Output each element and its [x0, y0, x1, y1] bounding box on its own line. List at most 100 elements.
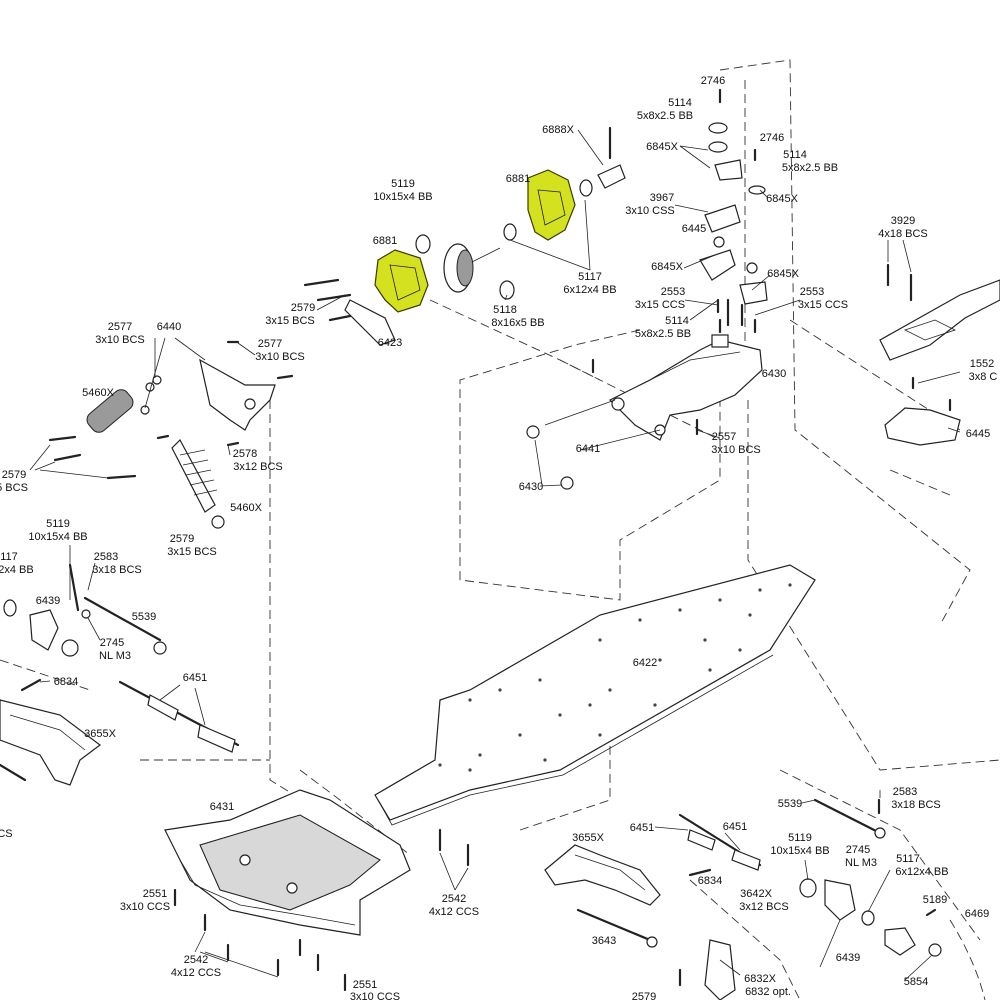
label-2745a-spec: NL M3 — [99, 650, 131, 662]
label-6439a: 6439 — [36, 595, 60, 607]
left-front-suspension — [0, 563, 240, 786]
label-2542b-spec: 4x12 CCS — [171, 967, 221, 979]
label-6845Xb: 6845X — [766, 193, 798, 205]
label-6832X: 6832X — [744, 973, 776, 985]
label-CS: CS — [0, 828, 13, 840]
chassis-plate — [374, 564, 816, 826]
label-2542a-spec: 4x12 CCS — [429, 906, 479, 918]
label-5854: 5854 — [904, 976, 928, 988]
label-2578: 2578 — [233, 448, 257, 460]
label-5119a-spec: 10x15x4 BB — [373, 191, 432, 203]
label-3929: 3929 — [891, 215, 915, 227]
label-2745b-spec: NL M3 — [845, 857, 877, 869]
label-6832X-spec: 6832 opt. — [745, 986, 791, 998]
label-6451a: 6451 — [183, 672, 207, 684]
label-6422: 6422 — [633, 657, 657, 669]
label-2583b: 2583 — [893, 786, 917, 798]
label-5114c-spec: 5x8x2.5 BB — [635, 328, 691, 340]
label-5114a: 5114 — [668, 97, 692, 109]
label-6845Xc: 6845X — [651, 261, 683, 273]
highlighted-gear-case-6881-upper — [527, 169, 576, 241]
label-1552-spec: 3x8 C — [969, 371, 998, 383]
label-3967: 3967 — [650, 192, 674, 204]
right-rear-suspension — [173, 798, 986, 1000]
skid-plate — [164, 789, 411, 936]
label-2553a: 2553 — [661, 286, 685, 298]
label-2542b: 2542 — [184, 954, 208, 966]
label-6430b: 6430 — [519, 481, 543, 493]
label-5114b-spec: 5x8x2.5 BB — [782, 162, 838, 174]
label-5117b: 5117 — [896, 853, 920, 865]
label-5539b: 5539 — [778, 798, 802, 810]
label-2557-spec: 3x10 BCS — [711, 444, 761, 456]
label-5117a-spec: 6x12x4 BB — [563, 284, 616, 296]
label-5539a: 5539 — [132, 611, 156, 623]
label-2577b: 2577 — [258, 338, 282, 350]
label-3643: 3643 — [592, 935, 616, 947]
label-3967-spec: 3x10 CSS — [625, 205, 675, 217]
label-2577a: 2577 — [108, 321, 132, 333]
label-2551b: 2551 — [353, 979, 377, 991]
label-6451c: 6451 — [723, 821, 747, 833]
label-2583a-spec: 3x18 BCS — [92, 564, 142, 576]
label-5119b-spec: 10x15x4 BB — [28, 531, 87, 543]
left-shock-assembly — [48, 278, 396, 529]
label-2542a: 2542 — [442, 893, 466, 905]
label-5117a: 5117 — [578, 271, 602, 283]
label-5118-spec: 8x16x5 BB — [491, 317, 544, 329]
label-6445b: 6445 — [966, 428, 990, 440]
label-6469: 6469 — [965, 908, 989, 920]
label-6834b: 6834 — [698, 875, 722, 887]
label-117-spec: 2x4 BB — [0, 564, 34, 576]
label-2553b-spec: 3x15 CCS — [798, 299, 848, 311]
label-5118: 5118 — [493, 304, 517, 316]
label-5119c: 5119 — [788, 832, 812, 844]
label-2553b: 2553 — [800, 286, 824, 298]
highlighted-gear-case-6881-lower — [374, 249, 429, 313]
differential-assembly — [415, 164, 626, 300]
label-2551a-spec: 3x10 CCS — [120, 901, 170, 913]
label-2551b-spec: 3x10 CCS — [350, 991, 400, 1000]
label-2579c-spec: 3x15 BCS — [167, 546, 217, 558]
label-6423: 6423 — [378, 337, 402, 349]
label-3655Xb: 3655X — [572, 832, 604, 844]
label-2583a: 2583 — [94, 551, 118, 563]
label-2746b: 2746 — [760, 132, 784, 144]
label-6451b: 6451 — [630, 822, 654, 834]
label-6888X: 6888X — [542, 124, 574, 136]
label-1552: 1552 — [970, 358, 994, 370]
right-top-plate — [879, 263, 1000, 446]
label-6834a: 6834 — [54, 676, 78, 688]
label-5119c-spec: 10x15x4 BB — [770, 845, 829, 857]
label-2551a: 2551 — [143, 888, 167, 900]
label-2583b-spec: 3x18 BCS — [891, 799, 941, 811]
label-2746a: 2746 — [701, 75, 725, 87]
label-2579d: 2579 — [632, 991, 656, 1000]
label-5460Xa: 5460X — [82, 387, 114, 399]
label-3655Xa: 3655X — [84, 728, 116, 740]
label-2579a-spec: 3x15 BCS — [265, 315, 315, 327]
label-2579a: 2579 — [291, 302, 315, 314]
label-5114c: 5114 — [665, 315, 689, 327]
label-2745a: 2745 — [100, 637, 124, 649]
label-2579b: 2579 — [2, 469, 26, 481]
label-5189: 5189 — [923, 894, 947, 906]
label-6431: 6431 — [210, 801, 234, 813]
label-6845Xa: 6845X — [646, 141, 678, 153]
label-6441: 6441 — [576, 443, 600, 455]
label-6430a: 6430 — [762, 368, 786, 380]
leader-lines — [29, 129, 961, 981]
label-2579b-spec: 5 BCS — [0, 482, 28, 494]
label-6439b: 6439 — [836, 952, 860, 964]
label-5119a: 5119 — [391, 178, 415, 190]
label-3929-spec: 4x18 BCS — [878, 228, 928, 240]
label-3642X: 3642X — [740, 888, 772, 900]
label-3642X-spec: 3x12 BCS — [739, 901, 789, 913]
label-2577b-spec: 3x10 BCS — [255, 351, 305, 363]
part-labels: 2746 5114 5x8x2.5 BB 6888X 6845X 2746 51… — [0, 75, 997, 1000]
label-6881a: 6881 — [506, 173, 530, 185]
label-2557: 2557 — [712, 431, 736, 443]
label-2745b: 2745 — [846, 844, 870, 856]
label-5119b: 5119 — [46, 518, 70, 530]
